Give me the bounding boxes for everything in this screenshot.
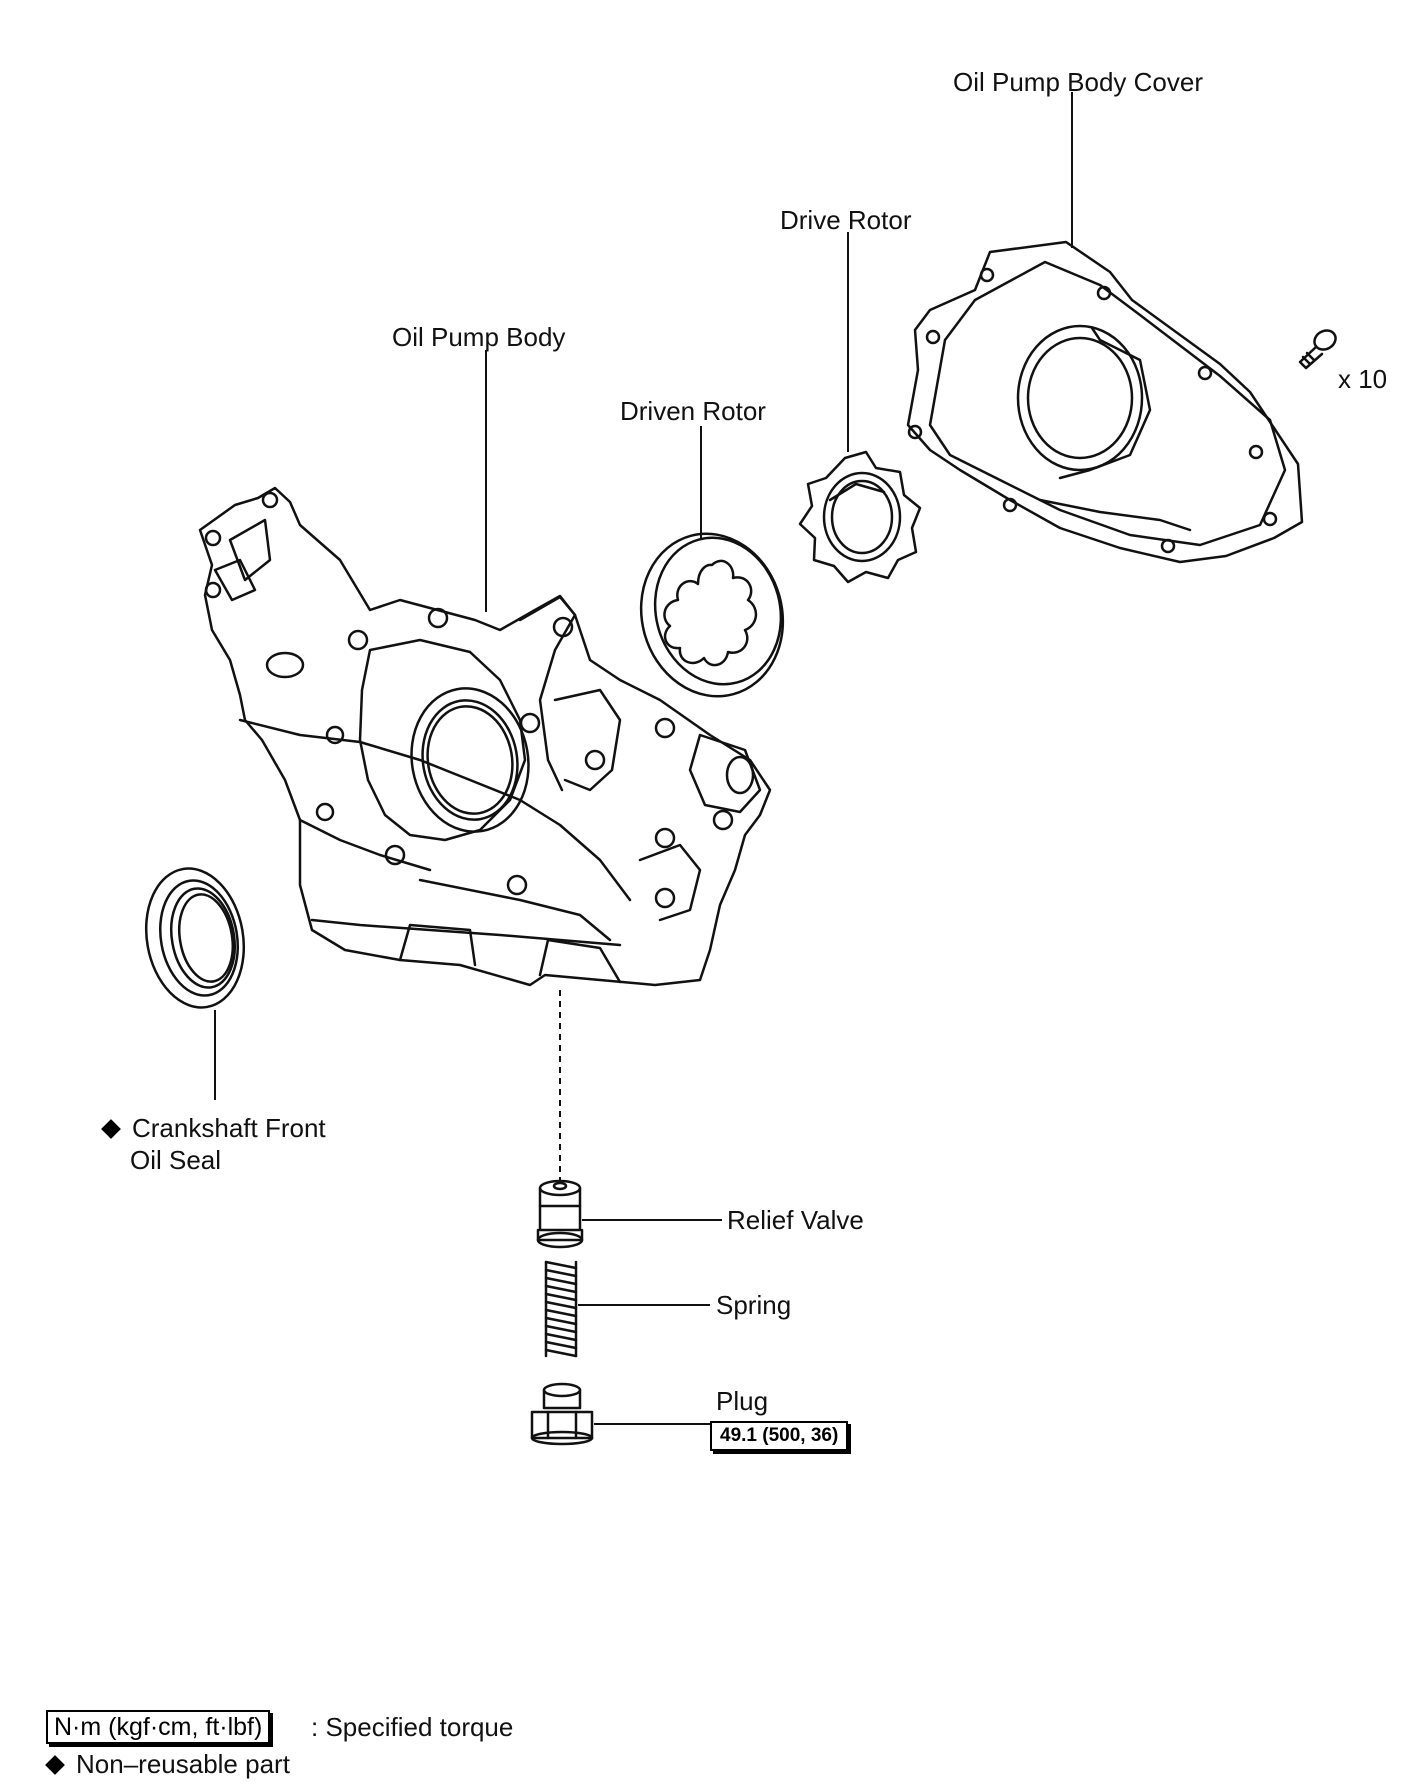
relief-valve-part (536, 1179, 584, 1249)
label-oil-pump-body-cover: Oil Pump Body Cover (953, 67, 1203, 97)
spring-part (544, 1260, 578, 1358)
label-plug: Plug (716, 1386, 769, 1416)
label-driven-rotor: Driven Rotor (620, 396, 766, 426)
diamond-icon (45, 1754, 65, 1775)
crankshaft-front-oil-seal-part (144, 867, 246, 1009)
bolt-part (1298, 329, 1337, 370)
legend-non-reusable-text: Non–reusable part (76, 1749, 290, 1779)
label-drive-rotor: Drive Rotor (780, 205, 912, 235)
plug-part (530, 1382, 594, 1446)
legend-non-reusable: Non–reusable part (45, 1748, 290, 1780)
driven-rotor-part (639, 532, 785, 698)
label-crankshaft-seal-line1: Crankshaft Front (132, 1113, 326, 1143)
oil-pump-body-part (198, 486, 772, 987)
label-crankshaft-seal-line2: Oil Seal (130, 1145, 222, 1175)
plug-torque-spec: 49.1 (500, 36) (710, 1421, 849, 1451)
legend-torque-units-box: N·m (kgf·cm, ft·lbf) (46, 1710, 271, 1744)
diamond-icon (101, 1118, 121, 1139)
drive-rotor-part (798, 450, 922, 584)
oil-pump-body-cover-part (906, 240, 1304, 564)
label-oil-pump-body: Oil Pump Body (392, 322, 566, 352)
label-spring: Spring (716, 1290, 792, 1320)
label-crankshaft-front-oil-seal: Crankshaft Front (100, 1112, 326, 1144)
legend-torque-description: : Specified torque (311, 1712, 514, 1742)
label-bolt-quantity: x 10 (1338, 364, 1388, 394)
label-relief-valve: Relief Valve (727, 1205, 864, 1235)
